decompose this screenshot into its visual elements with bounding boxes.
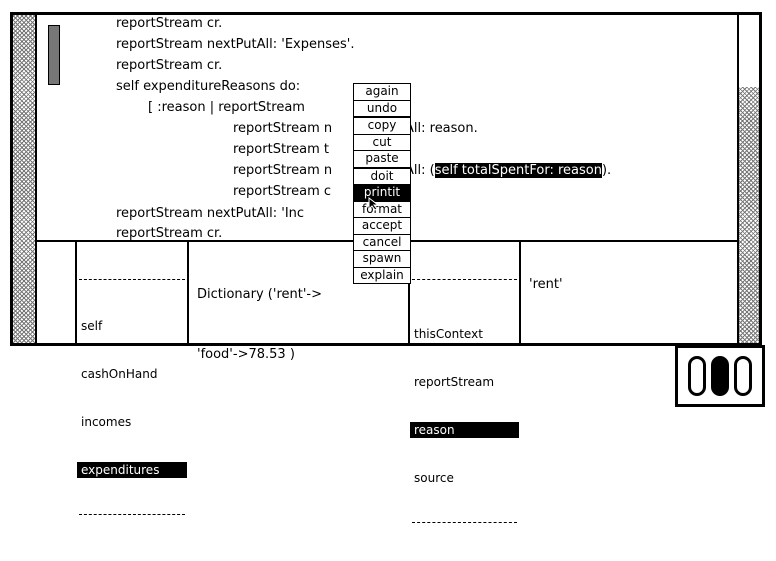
code-scrollbar-thumb[interactable]	[48, 25, 60, 85]
inspector-left-border	[75, 240, 77, 343]
menu-item-undo[interactable]: undo	[354, 101, 410, 118]
code-line-9: reportStream nextPutAll: 'Inc	[116, 206, 305, 221]
context-var-reportstream[interactable]: reportStream	[414, 375, 495, 389]
menu-item-cut[interactable]: cut	[354, 135, 410, 151]
context-divider	[519, 240, 521, 343]
list-bottom-dash	[412, 522, 517, 529]
inspector-field-expenditures[interactable]: expenditures	[77, 462, 187, 478]
context-var-source[interactable]: source	[414, 471, 454, 485]
inspector-field-cashonhand[interactable]: cashOnHand	[81, 367, 158, 381]
menu-item-copy[interactable]: copy	[354, 118, 410, 135]
code-line-0: reportStream cr.	[116, 16, 223, 31]
mouse-right-button-icon	[734, 356, 752, 396]
context-var-thiscontext[interactable]: thisContext	[414, 327, 483, 341]
inspector-divider	[187, 240, 189, 343]
code-line-8: reportStream c	[233, 184, 332, 199]
right-border	[739, 87, 759, 343]
code-line-5-tail: All: reason.	[405, 121, 478, 136]
context-var-reason[interactable]: reason	[410, 422, 519, 438]
mouse-left-button-icon	[688, 356, 706, 396]
menu-item-spawn[interactable]: spawn	[354, 251, 410, 268]
code-line-3: self expenditureReasons do:	[116, 79, 301, 94]
left-divider	[35, 15, 37, 343]
menu-item-format[interactable]: format	[354, 202, 410, 218]
inspector-field-self[interactable]: self	[81, 319, 103, 333]
menu-item-explain[interactable]: explain	[360, 267, 404, 282]
list-bottom-dash	[79, 514, 185, 521]
inspector-value-line-0: Dictionary ('rent'->	[197, 287, 323, 302]
list-top-dash	[79, 279, 185, 286]
inspector-field-list[interactable]: self cashOnHand incomes expenditures	[77, 243, 187, 553]
list-top-dash	[412, 279, 517, 286]
inspector-value-pane[interactable]: Dictionary ('rent'-> 'food'->78.53 )	[197, 245, 347, 405]
mouse-cursor-icon	[368, 197, 380, 211]
code-line-7: reportStream n	[233, 163, 333, 178]
code-line-5: reportStream n	[233, 121, 333, 136]
code-line-4: [ :reason | reportStream	[148, 100, 305, 115]
context-left-border	[408, 240, 410, 343]
code-line-10: reportStream cr.	[116, 226, 223, 240]
inspector-field-incomes[interactable]: incomes	[81, 415, 132, 429]
debugger-window: reportStream cr. reportStream nextPutAll…	[10, 12, 762, 523]
menu-item-accept[interactable]: accept	[354, 218, 410, 235]
code-line-7-tail: All: (self totalSpentFor: reason).	[405, 163, 612, 178]
inspector-value-line-1: 'food'->78.53 )	[197, 347, 295, 362]
mouse-buttons-icon	[675, 345, 765, 407]
code-line-1: reportStream nextPutAll: 'Expenses'.	[116, 37, 355, 52]
context-value: 'rent'	[529, 277, 563, 292]
menu-item-cancel[interactable]: cancel	[354, 235, 410, 251]
code-line-6: reportStream t	[233, 142, 329, 157]
code-selection[interactable]: self totalSpentFor: reason	[434, 163, 602, 178]
mouse-middle-button-icon	[711, 356, 729, 396]
menu-item-printit[interactable]: printit	[354, 185, 410, 202]
menu-item-paste[interactable]: paste	[354, 151, 410, 169]
context-variable-list[interactable]: thisContext reportStream reason source	[410, 243, 519, 561]
menu-item-doit[interactable]: doit	[354, 169, 410, 185]
context-value-pane[interactable]: 'rent'	[529, 245, 729, 325]
code-pane[interactable]: reportStream cr. reportStream nextPutAll…	[58, 15, 738, 240]
right-divider	[737, 15, 739, 343]
popup-menu[interactable]: again undo copy cut paste doit printit f…	[353, 83, 411, 284]
left-border	[13, 15, 35, 343]
menu-item-again[interactable]: again	[354, 84, 410, 101]
code-line-2: reportStream cr.	[116, 58, 223, 73]
